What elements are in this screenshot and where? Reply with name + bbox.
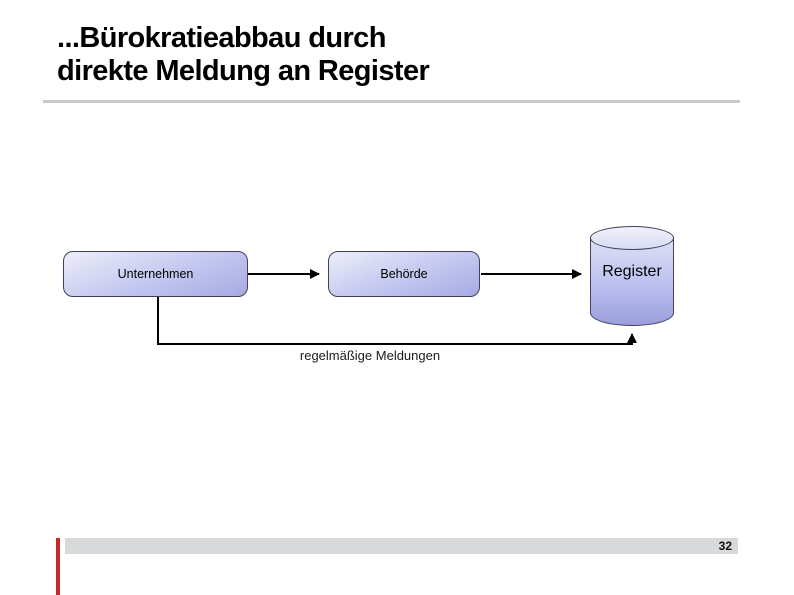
node-unternehmen: Unternehmen — [63, 251, 248, 297]
footer-bar: 32 — [65, 538, 738, 554]
node-register-label: Register — [602, 263, 662, 280]
elbow-arrow-unternehmen-to-register — [157, 297, 637, 345]
page-number: 32 — [718, 539, 732, 553]
node-unternehmen-label: Unternehmen — [117, 267, 194, 281]
slide-title: ...Bürokratieabbau durch direkte Meldung… — [57, 22, 430, 88]
accent-bar — [56, 538, 60, 595]
title-divider — [43, 100, 740, 103]
slide-title-line2: direkte Meldung an Register — [57, 55, 430, 87]
slide-title-line1: ...Bürokratieabbau durch — [57, 22, 386, 54]
cylinder-body — [590, 238, 674, 326]
feedback-edge-label: regelmäßige Meldungen — [299, 348, 441, 363]
cylinder-top-ellipse — [590, 226, 674, 250]
node-register-cylinder: Register — [590, 226, 674, 326]
node-behoerde-label: Behörde — [380, 267, 428, 281]
node-behoerde: Behörde — [328, 251, 480, 297]
